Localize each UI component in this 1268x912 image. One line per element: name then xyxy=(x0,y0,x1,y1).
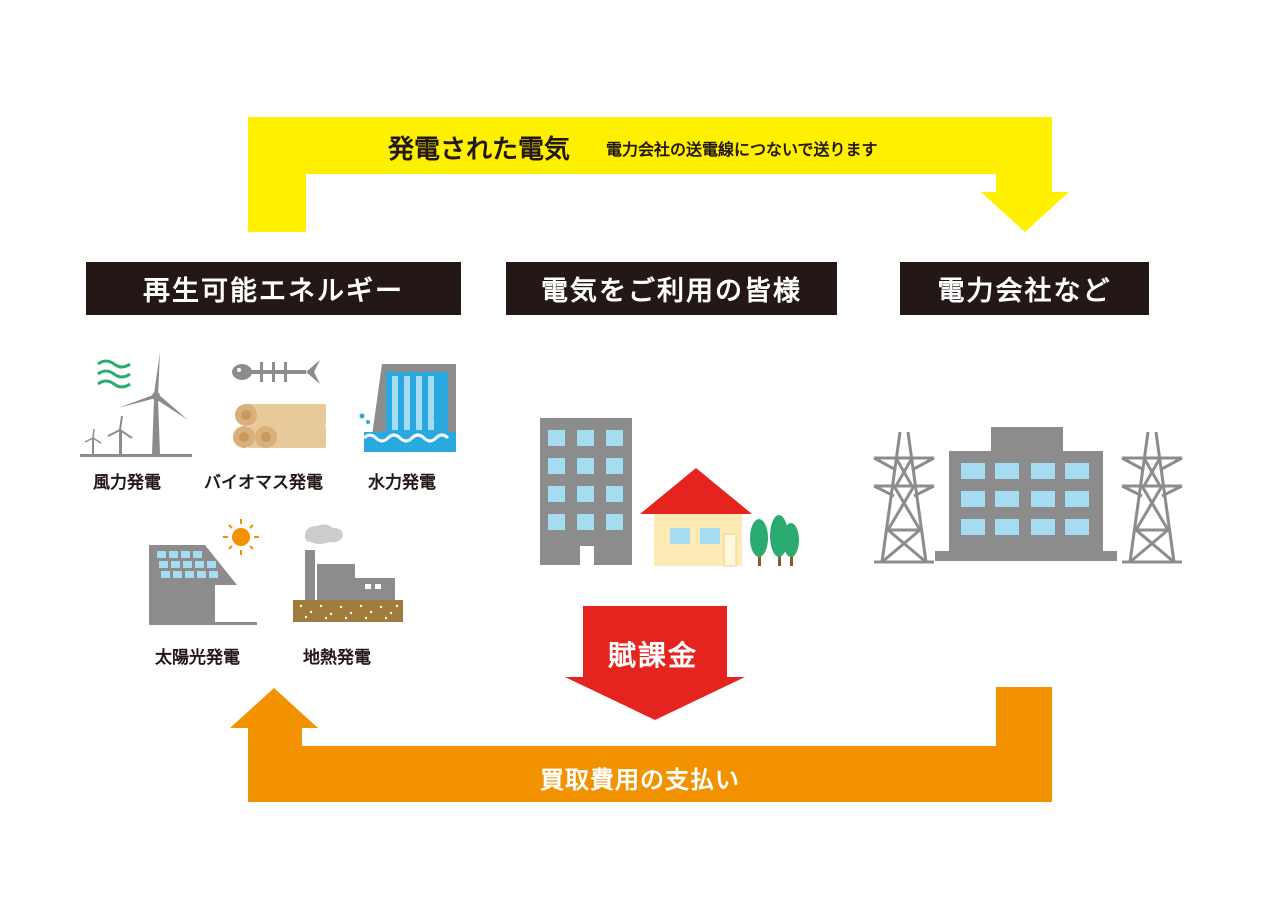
biomass-power-label: バイオマス発電 xyxy=(204,473,323,493)
office-building-icon xyxy=(540,418,632,565)
solar-power-label: 太陽光発電 xyxy=(155,648,240,668)
customers-header: 電気をご利用の皆様 xyxy=(506,262,837,315)
generated-electricity-label: 発電された電気 xyxy=(388,135,571,165)
renewable-energy-header: 再生可能エネルギー xyxy=(86,262,461,315)
wind-power-label: 風力発電 xyxy=(93,473,161,493)
hydro-dam-icon xyxy=(359,364,456,452)
power-company-building-icon xyxy=(935,427,1117,561)
levy-label: 賦課金 xyxy=(608,639,699,672)
trees-icon xyxy=(750,515,799,566)
biomass-icon xyxy=(232,360,326,448)
geothermal-power-label: 地熱発電 xyxy=(303,648,371,668)
geothermal-plant-icon xyxy=(293,524,403,622)
house-icon xyxy=(640,468,752,567)
utility-header: 電力会社など xyxy=(900,262,1149,315)
transmission-tower-right-icon xyxy=(1121,431,1183,564)
transmission-description: 電力会社の送電線につないで送ります xyxy=(606,140,878,159)
solar-panel-icon xyxy=(149,519,259,625)
wind-turbine-icon xyxy=(80,352,192,457)
purchase-cost-payment-label: 買取費用の支払い xyxy=(540,766,740,794)
transmission-tower-left-icon xyxy=(873,431,935,564)
hydro-power-label: 水力発電 xyxy=(368,473,436,493)
